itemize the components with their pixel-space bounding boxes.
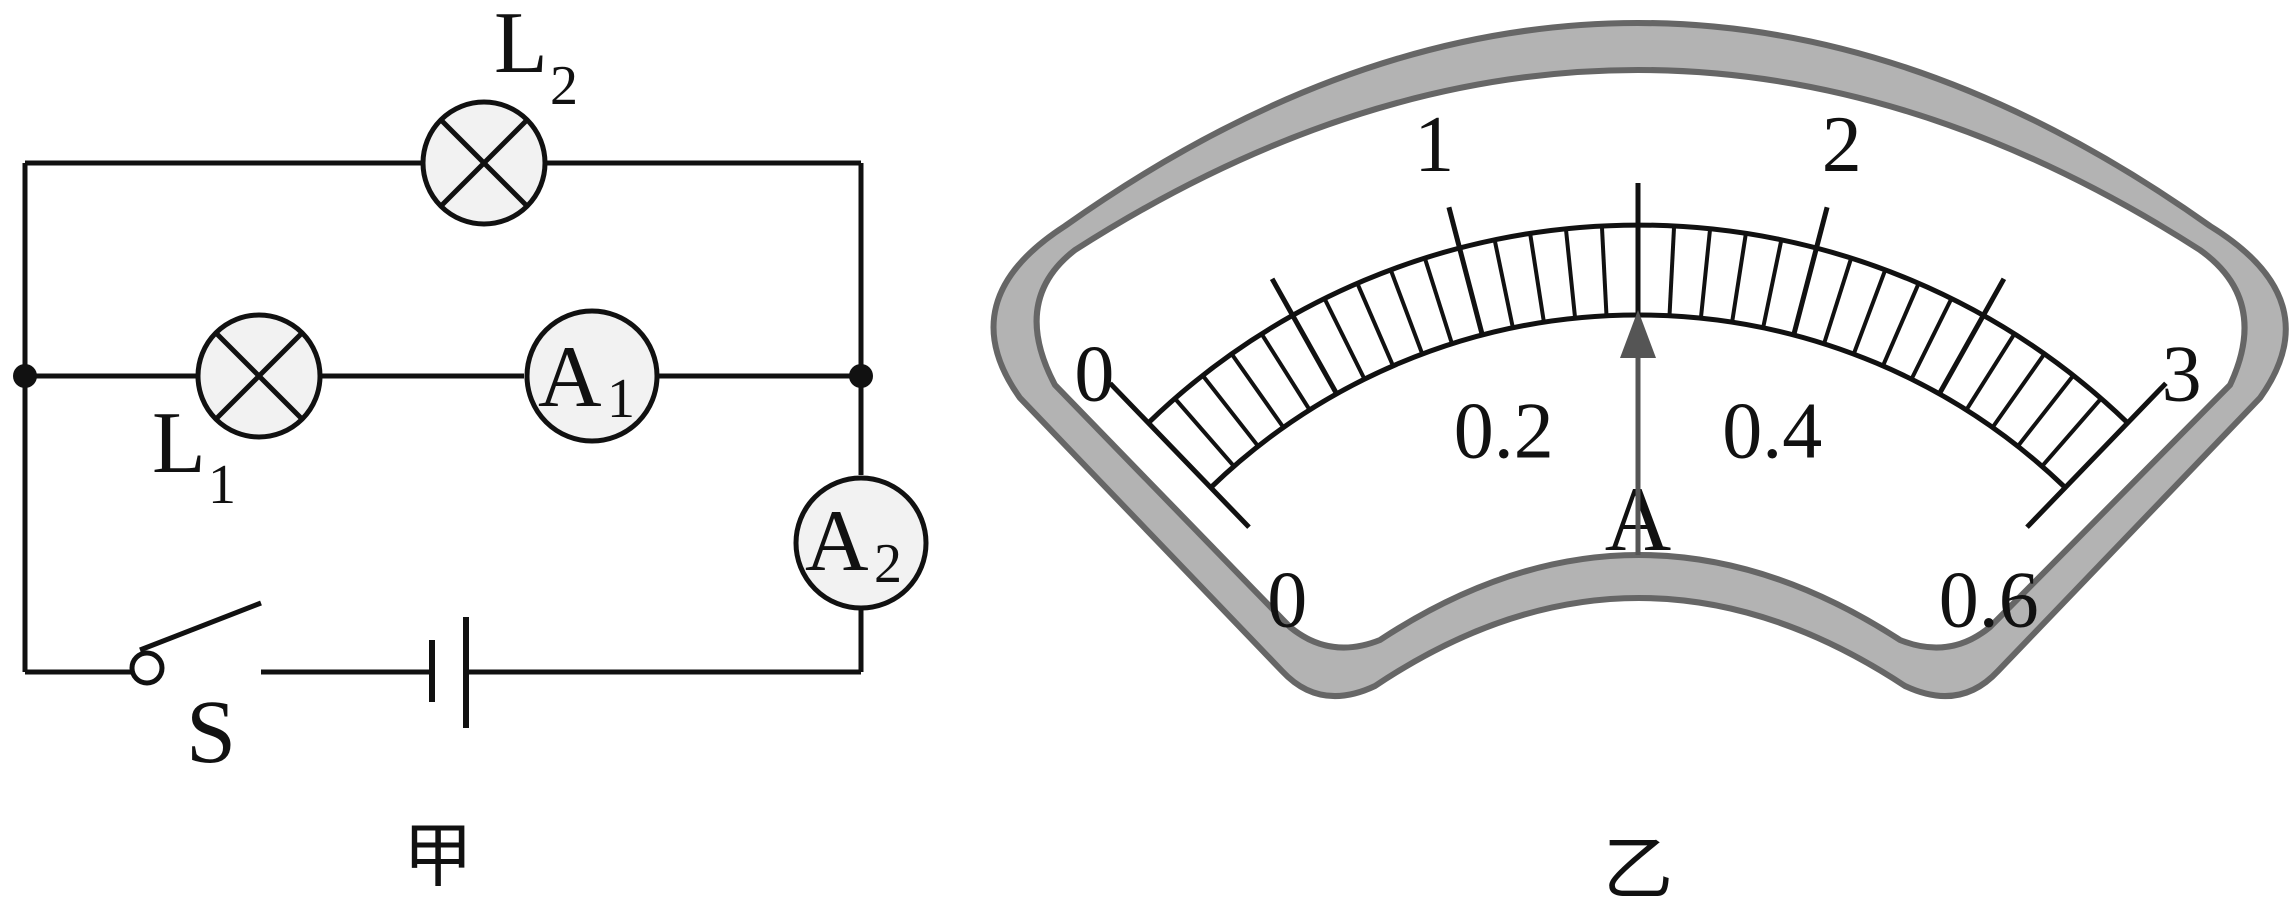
lower-scale-label-3: 0.6: [1939, 557, 2039, 645]
ammeter-a2-subscript: 2: [874, 533, 902, 595]
lamp-l1-icon: [195, 312, 323, 440]
scale-tick: [1388, 269, 1425, 355]
meter-face: [1033, 67, 2248, 651]
ammeter-a1-label: A: [538, 329, 602, 426]
scale-tick: [1599, 225, 1609, 316]
upper-scale-label-3: 3: [2162, 331, 2202, 419]
lamp-l1-label: L: [152, 395, 206, 492]
scale-tick: [1446, 206, 1485, 336]
lower-scale-label-0: 0: [1267, 557, 1307, 645]
scale-tick: [2016, 374, 2075, 448]
scale-tick: [1791, 206, 1830, 336]
upper-scale-label-2: 2: [1822, 101, 1862, 189]
meter-caption: 乙: [1603, 828, 1673, 902]
scale-tick: [1422, 257, 1454, 345]
lamp-l2-label: L: [494, 0, 548, 92]
lamp-l2-icon: [420, 99, 548, 227]
scale-tick: [1563, 228, 1578, 319]
upper-scale-label-0: 0: [1074, 331, 1114, 419]
ammeter-a2-icon: [793, 475, 929, 611]
scale-tick: [1964, 332, 2017, 412]
scale-tick: [1698, 228, 1713, 319]
battery-icon: [429, 617, 469, 728]
scale-tick: [1881, 282, 1921, 367]
scale-tick: [1269, 277, 1339, 396]
scale-tick: [1909, 297, 1954, 380]
circuit-diagram: L 2 L 1 A 1 A 2 S 甲: [13, 0, 929, 897]
lamp-l1-subscript: 1: [208, 454, 236, 516]
upper-scale-label-1: 1: [1414, 101, 1454, 189]
scale-tick: [2040, 397, 2103, 468]
meter-pointer: [1620, 310, 1656, 555]
ammeter-a1-subscript: 1: [607, 368, 635, 430]
switch-label: S: [186, 683, 236, 782]
lamp-l2-subscript: 2: [550, 55, 578, 117]
circuit-caption: 甲: [403, 815, 473, 897]
scale-tick: [1937, 277, 2007, 396]
scale-tick: [2025, 381, 2168, 529]
scale-tick: [1259, 332, 1312, 412]
ammeter-a1-icon: [524, 308, 660, 444]
scale-tick: [1990, 352, 2047, 429]
ammeter-dial: 0 1 2 3 0 0.2 0.4 0.6 A 乙: [990, 20, 2289, 902]
switch-icon: [129, 600, 262, 686]
scale-tick: [1851, 269, 1888, 355]
scale-tick: [1528, 232, 1546, 323]
scale-tick: [1822, 257, 1854, 345]
scale-tick: [1355, 282, 1395, 367]
junction-dot-right: [849, 364, 873, 388]
scale-tick: [1492, 239, 1515, 329]
scale-tick: [1730, 232, 1748, 323]
scale-tick: [1667, 225, 1677, 316]
junction-dot-left: [13, 364, 37, 388]
scale-tick: [1201, 374, 1260, 448]
scale-tick: [1173, 397, 1236, 468]
scale-tick: [1229, 352, 1286, 429]
scale-tick: [1322, 297, 1367, 380]
ammeter-a2-label: A: [805, 493, 869, 590]
scale-tick: [1761, 239, 1784, 329]
scale-tick: [1108, 381, 1251, 529]
scale-ticks: [1108, 183, 2168, 529]
lower-scale-label-2: 0.4: [1722, 387, 1822, 475]
lower-scale-label-1: 0.2: [1454, 387, 1554, 475]
